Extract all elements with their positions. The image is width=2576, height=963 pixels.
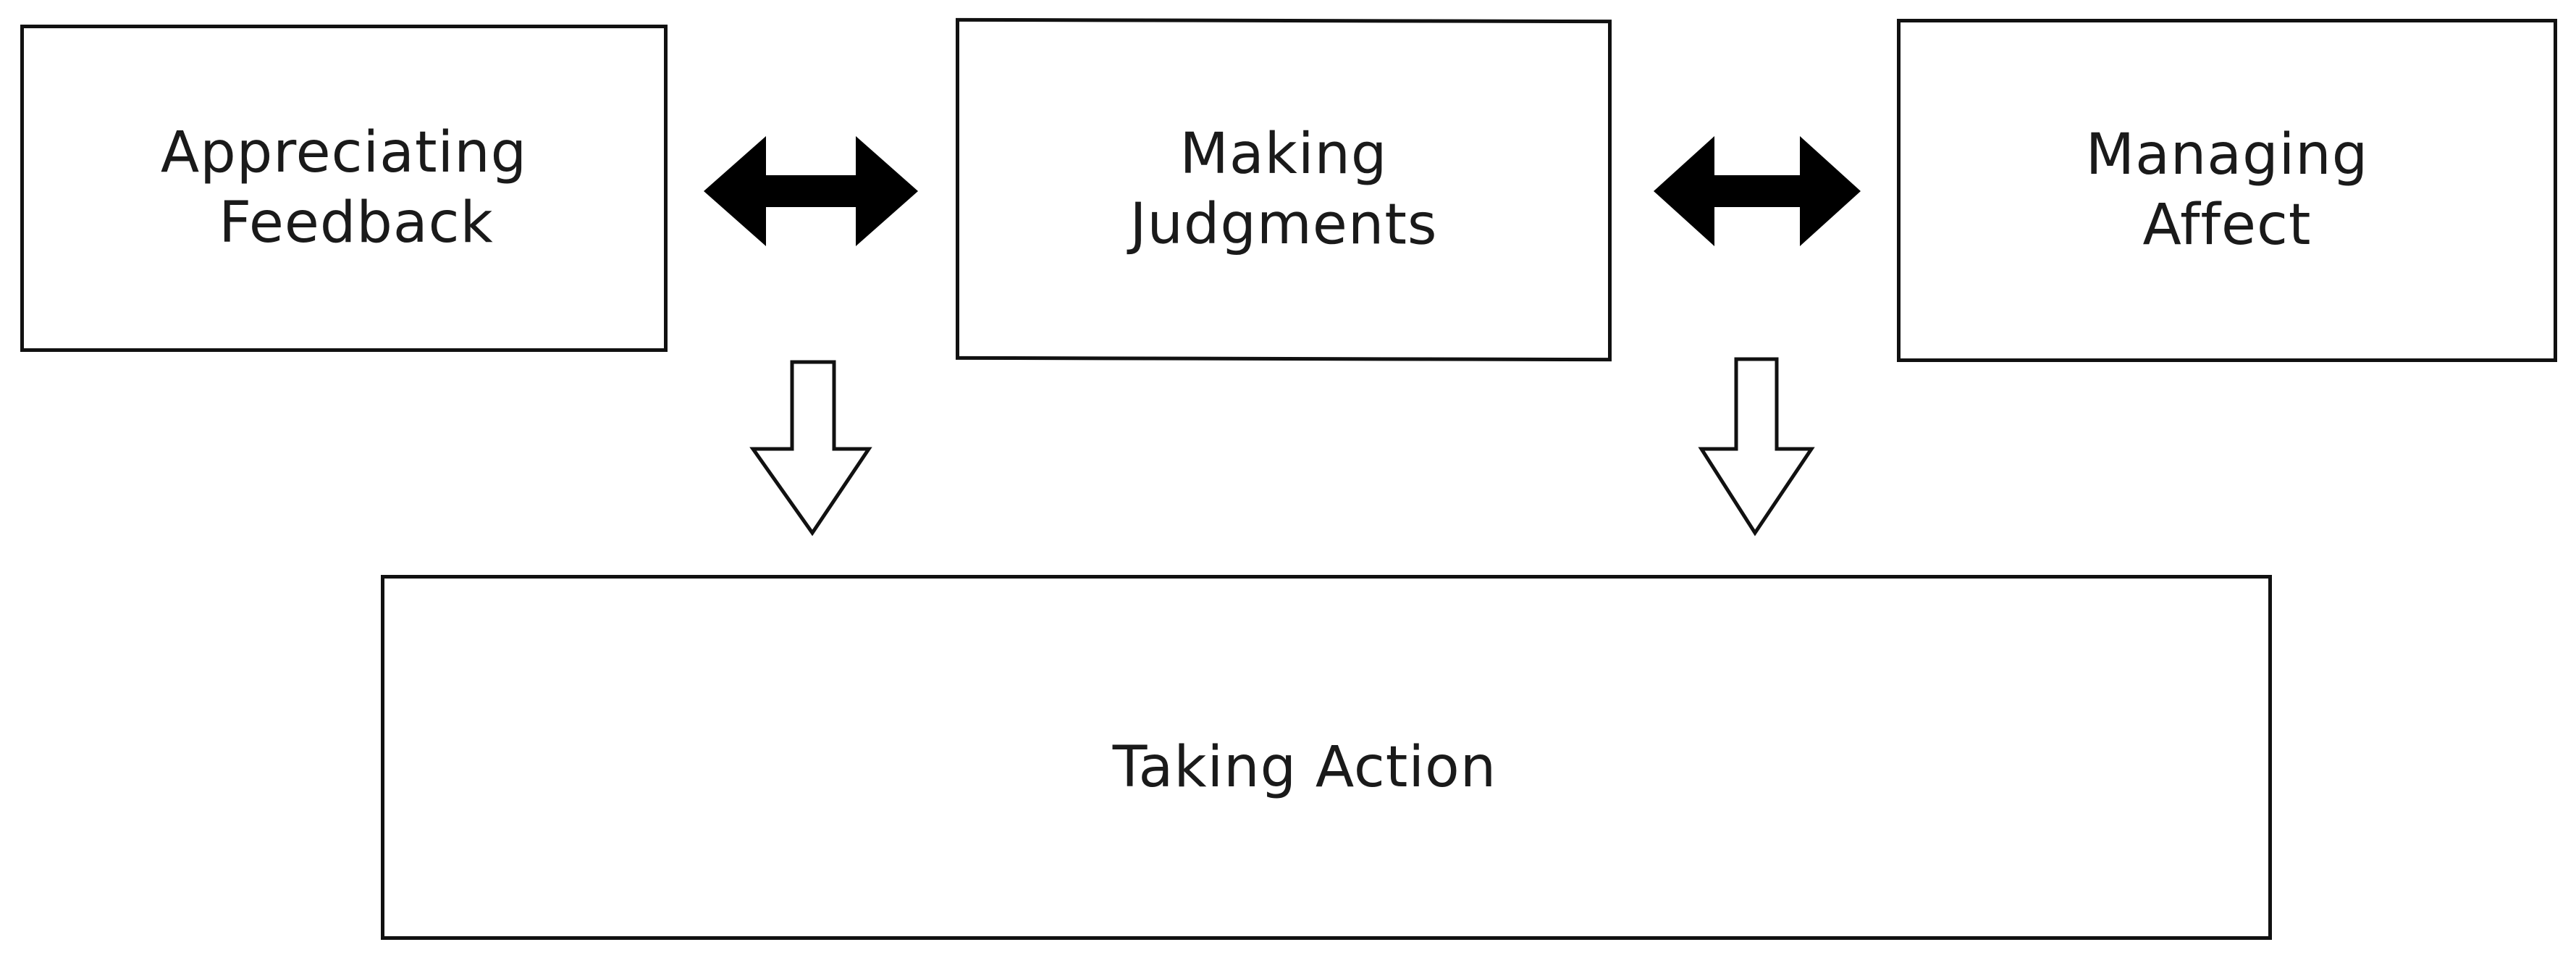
taking-action-label: Taking Action: [1113, 733, 1497, 803]
down-arrow-shape: [749, 360, 872, 537]
bidirectional-arrow-feedback-judgments: [704, 136, 918, 246]
taking-action-box: Taking Action: [381, 575, 2272, 940]
managing-affect-label: Managing Affect: [2086, 120, 2368, 260]
bidirectional-arrow-shape: [704, 136, 918, 246]
taking-action-line-1: Taking Action: [1112, 734, 1497, 800]
managing-affect-line-1: Managing: [2085, 122, 2369, 188]
making-judgments-box: Making Judgments: [956, 17, 1612, 362]
making-judgments-line-1: Making: [1179, 121, 1388, 188]
managing-affect-box: Managing Affect: [1897, 19, 2557, 362]
making-judgments-line-2: Judgments: [1129, 191, 1438, 258]
down-arrow-left: [749, 360, 872, 537]
appreciating-feedback-box: Appreciating Feedback: [20, 25, 668, 352]
down-arrow-right: [1698, 357, 1815, 537]
making-judgments-label: Making Judgments: [1129, 119, 1437, 261]
appreciating-feedback-line-1: Appreciating: [160, 120, 528, 186]
managing-affect-line-2: Affect: [2142, 193, 2312, 258]
down-arrow-shape: [1698, 357, 1815, 537]
bidirectional-arrow-shape: [1654, 136, 1861, 246]
bidirectional-arrow-judgments-affect: [1654, 136, 1861, 246]
appreciating-feedback-label: Appreciating Feedback: [161, 118, 527, 258]
appreciating-feedback-line-2: Feedback: [219, 190, 494, 256]
